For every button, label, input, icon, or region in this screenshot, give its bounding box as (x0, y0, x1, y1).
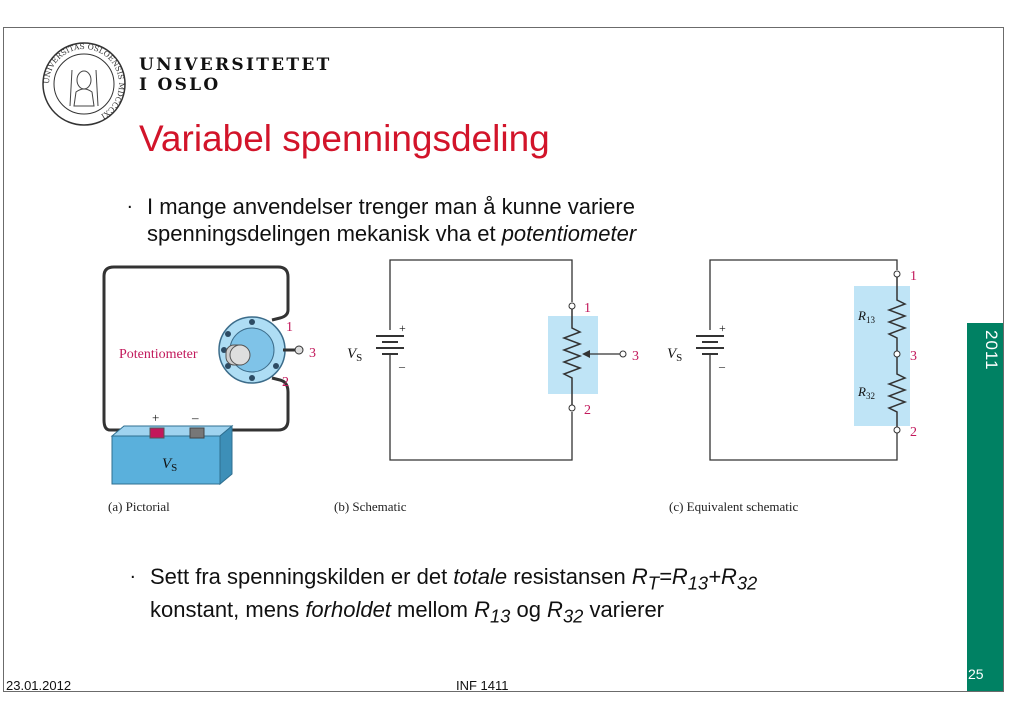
equivalent-terminal-1: 1 (910, 269, 917, 284)
potentiometer-figure: 1 3 2 Potentiometer + – VS (a) Pictorial… (102, 259, 917, 514)
footer-date: 23.01.2012 (6, 678, 72, 693)
battery-plus: + (152, 410, 159, 425)
university-name: UNIVERSITETET I OSLO (139, 55, 332, 95)
bullet-1-line-1: I mange anvendelser trenger man å kunne … (147, 194, 635, 219)
r13-symbol: R13 (671, 564, 709, 594)
bullet-2-line-2: konstant, mens forholdet mellom R13 og R… (150, 597, 665, 627)
university-seal-icon: UNIVERSITAS OSLOENSIS MDCCCXI (42, 42, 126, 126)
battery-minus: – (191, 410, 199, 425)
bullet-2: . Sett fra spenningskilden er det totale… (130, 561, 950, 630)
bullet-1-italic: potentiometer (501, 221, 637, 246)
bullet-1: . I mange anvendelser trenger man å kunn… (127, 191, 847, 247)
schematic-terminal-1: 1 (584, 301, 591, 316)
battery-vs-label: VS (162, 456, 177, 474)
bullet-dot: . (127, 191, 133, 213)
equivalent-terminal-3: 3 (910, 349, 917, 364)
r32-symbol: R32 (720, 564, 758, 594)
schematic-plus: + (399, 321, 406, 335)
schematic-vs-label: VS (347, 346, 362, 364)
university-line-2: I OSLO (139, 75, 221, 95)
caption-pictorial: (a) Pictorial (108, 499, 170, 514)
equivalent-r13-label: R13 (857, 308, 875, 325)
equivalent-plus: + (719, 321, 726, 335)
slide-title: Variabel spenningsdeling (139, 118, 550, 159)
caption-equivalent-schematic: (c) Equivalent schematic (669, 499, 798, 514)
pictorial-terminal-1: 1 (286, 320, 293, 335)
footer-course: INF 1411 (456, 678, 509, 693)
slide-frame (3, 27, 1004, 692)
r32-symbol: R32 (547, 597, 584, 627)
bullet-1-text: spenningsdelingen mekanisk vha et (147, 221, 502, 246)
green-sidebar (967, 323, 1003, 691)
rt-symbol: RT (631, 564, 659, 594)
sidebar-year: 2011 (982, 330, 1001, 371)
r13-symbol: R13 (474, 597, 511, 627)
potentiometer-label: Potentiometer (119, 347, 198, 362)
pictorial-terminal-2: 2 (282, 375, 289, 390)
schematic-terminal-2: 2 (584, 403, 591, 418)
equivalent-r32-label: R32 (857, 384, 875, 401)
caption-schematic: (b) Schematic (334, 499, 407, 514)
pictorial-diagram: 1 3 2 Potentiometer + – VS (a) Pictorial (102, 265, 316, 514)
bullet-dot: . (130, 561, 136, 583)
schematic-minus: – (398, 359, 406, 373)
equivalent-terminal-2: 2 (910, 425, 917, 440)
university-line-1: UNIVERSITETET (139, 55, 332, 75)
equivalent-vs-label: VS (667, 346, 682, 364)
schematic-diagram: + – VS 1 3 2 (b) Schematic (334, 259, 639, 514)
bullet-1-line-2: spenningsdelingen mekanisk vha et potent… (147, 220, 847, 247)
page-number: 25 (968, 666, 984, 682)
equivalent-schematic-diagram: + – VS R13 R32 1 3 2 (c) Equivalent sche… (667, 259, 917, 514)
schematic-terminal-3: 3 (632, 349, 639, 364)
equivalent-minus: – (718, 359, 726, 373)
bullet-2-line-1: Sett fra spenningskilden er det totale r… (150, 564, 758, 594)
pictorial-terminal-3: 3 (309, 346, 316, 361)
